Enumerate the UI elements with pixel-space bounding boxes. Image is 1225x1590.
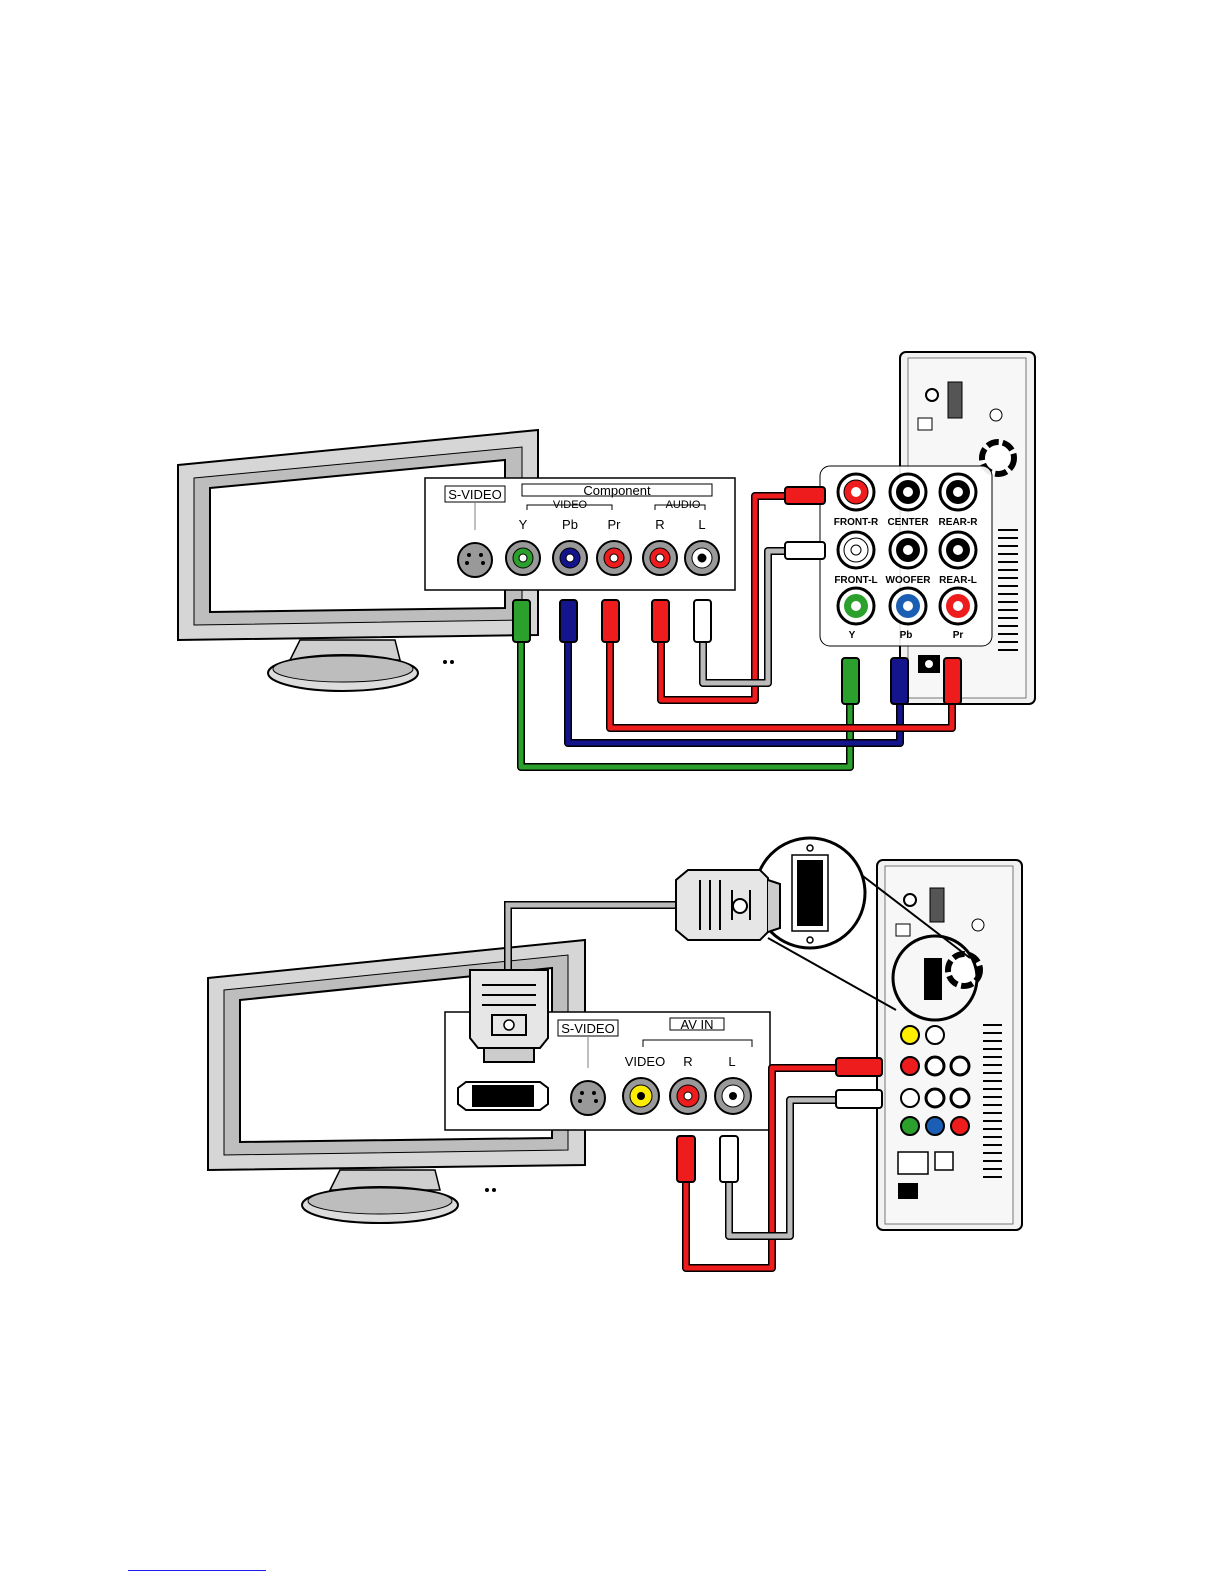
jack-label-r: R	[655, 517, 664, 532]
jack-label-l: L	[698, 517, 705, 532]
player-label-pr: Pr	[953, 630, 964, 641]
player-label-rear-l: REAR-L	[939, 575, 977, 586]
player-label-rear-r: REAR-R	[939, 517, 979, 528]
rca-jack-audio-l	[685, 541, 719, 575]
player-label-front-l: FRONT-L	[834, 575, 877, 586]
player-label-front-r: FRONT-R	[834, 517, 879, 528]
player-label-pb: Pb	[900, 630, 913, 641]
svideo-port-icon-bottom	[571, 1081, 605, 1115]
player-label-woofer: WOOFER	[886, 575, 932, 586]
dvi-plug-icon-tv	[470, 970, 548, 1062]
media-player-icon-bottom	[877, 860, 1022, 1230]
tv-input-panel-top: S-VIDEO Component VIDEO AUDIO Y Pb Pr R …	[425, 478, 735, 590]
rca-jack-r-bottom	[670, 1078, 706, 1114]
rca-jack-y	[506, 541, 540, 575]
jack-label-pb: Pb	[562, 517, 578, 532]
svideo-label: S-VIDEO	[448, 487, 501, 502]
hdmi-av-connection-diagram: S-VIDEO AV IN VIDEO R L	[208, 838, 1022, 1268]
player-jack-center	[890, 474, 926, 510]
video-group-label: VIDEO	[553, 499, 588, 511]
component-connection-diagram: S-VIDEO Component VIDEO AUDIO Y Pb Pr R …	[178, 352, 1035, 767]
player-jack-pb	[890, 588, 926, 624]
jack-label-y: Y	[519, 517, 528, 532]
player-label-center: CENTER	[887, 517, 929, 528]
svideo-port-icon	[458, 543, 492, 577]
player-jack-pr	[940, 588, 976, 624]
player-jack-front-l	[838, 532, 874, 568]
dvi-plug-icon	[676, 870, 780, 940]
rca-jack-audio-r	[643, 541, 677, 575]
jack-label-pr: Pr	[608, 517, 622, 532]
svideo-label-bottom: S-VIDEO	[561, 1021, 614, 1036]
player-label-y: Y	[849, 630, 856, 641]
player-jack-front-r	[838, 474, 874, 510]
player-jack-rear-r	[940, 474, 976, 510]
player-jack-woofer	[890, 532, 926, 568]
player-jack-zoom-panel: FRONT-R CENTER REAR-R FRONT-L WOOFER REA…	[820, 466, 992, 646]
player-jack-rear-l	[940, 532, 976, 568]
audio-group-label: AUDIO	[666, 499, 701, 511]
component-label: Component	[583, 483, 651, 498]
av-in-label: AV IN	[681, 1017, 714, 1032]
rca-jack-pr	[597, 541, 631, 575]
player-jack-y	[838, 588, 874, 624]
rca-jack-l-bottom	[715, 1078, 751, 1114]
footer-link-underline[interactable]	[128, 1570, 266, 1571]
jack-label-video: VIDEO	[625, 1054, 665, 1069]
dvi-port-icon	[458, 1082, 548, 1110]
jack-label-r-bottom: R	[683, 1054, 692, 1069]
rca-jack-video	[623, 1078, 659, 1114]
rca-jack-pb	[553, 541, 587, 575]
jack-label-l-bottom: L	[728, 1054, 735, 1069]
